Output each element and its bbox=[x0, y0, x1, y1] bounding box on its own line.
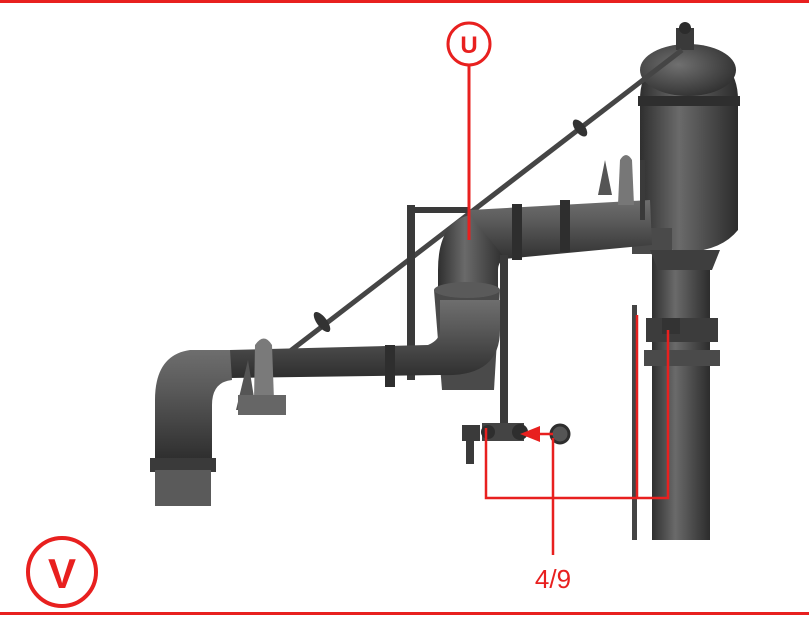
crane-column bbox=[644, 250, 720, 540]
hanger-rod-left bbox=[407, 205, 415, 380]
hanger-rod-right bbox=[500, 255, 508, 440]
water-crane-photo bbox=[150, 22, 740, 540]
tie-rod bbox=[270, 48, 684, 367]
connection-bracket bbox=[484, 330, 670, 500]
part-reference-label: 4/9 bbox=[535, 564, 571, 594]
crane-head bbox=[632, 22, 740, 270]
upper-arm bbox=[470, 155, 652, 262]
top-border-line bbox=[0, 0, 809, 3]
operating-rod bbox=[632, 305, 637, 540]
annotation-overlay: U 4/9 V bbox=[26, 21, 670, 608]
bottom-border-line bbox=[0, 612, 809, 615]
valve-handle bbox=[462, 423, 571, 464]
callout-circle-v bbox=[26, 536, 98, 608]
red-arrowhead bbox=[520, 426, 540, 442]
callout-letter-v: V bbox=[48, 550, 76, 597]
lower-arm bbox=[150, 300, 500, 506]
callout-letter-u: U bbox=[460, 32, 477, 59]
